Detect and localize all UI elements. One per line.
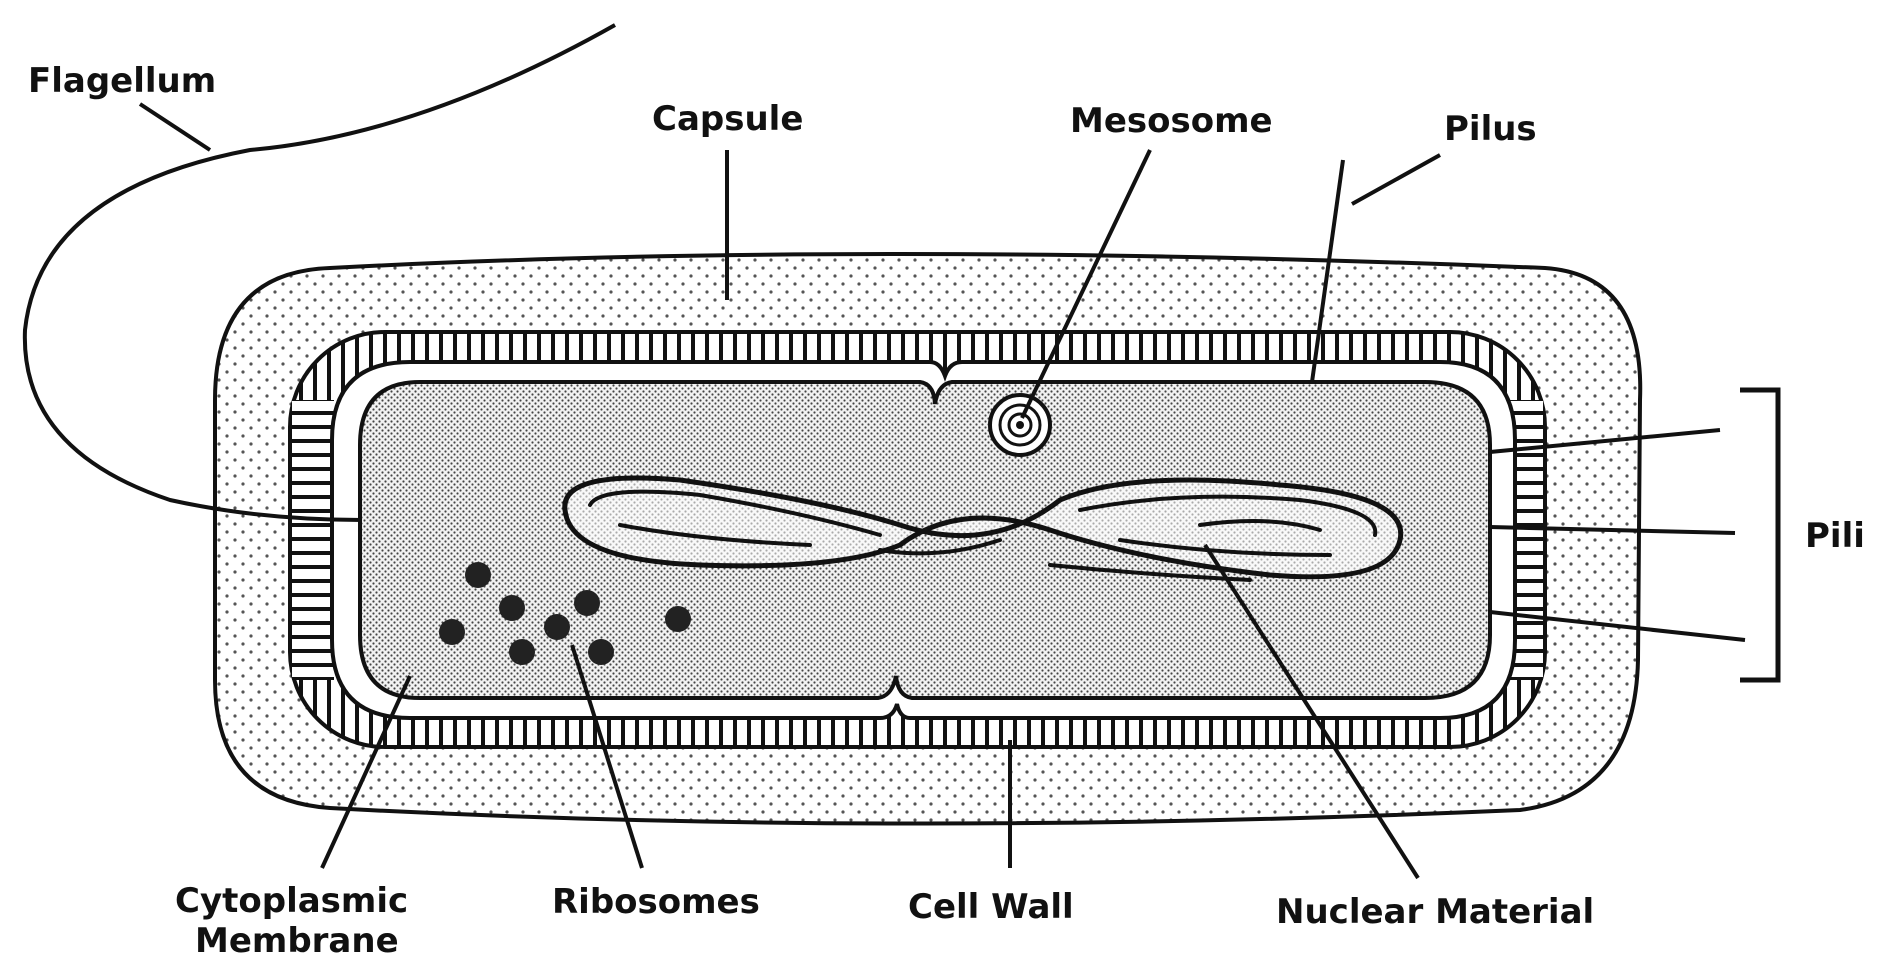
pili-bracket — [1740, 390, 1778, 680]
label-flagellum: Flagellum — [28, 61, 216, 101]
label-ribosomes: Ribosomes — [552, 882, 760, 922]
ribosome — [439, 619, 465, 645]
label-nuclear-material: Nuclear Material — [1276, 892, 1594, 932]
ribosome — [509, 639, 535, 665]
label-cytoplasmic-line2: Membrane — [195, 921, 399, 961]
ribosome — [544, 614, 570, 640]
ribosome — [665, 606, 691, 632]
label-cell-wall: Cell Wall — [908, 887, 1074, 927]
ribosome — [588, 639, 614, 665]
cell-wall-left-end — [292, 400, 334, 680]
label-pilus: Pilus — [1444, 109, 1537, 149]
flagellum-leader — [140, 104, 210, 150]
label-capsule: Capsule — [652, 99, 803, 139]
label-pili: Pili — [1805, 516, 1865, 556]
ribosome — [499, 595, 525, 621]
label-cytoplasmic-line1: Cytoplasmic — [175, 881, 408, 921]
mesosome-spiral — [990, 395, 1050, 455]
pilus-leader — [1352, 155, 1440, 204]
ribosome — [465, 562, 491, 588]
label-mesosome: Mesosome — [1070, 101, 1273, 141]
ribosome — [574, 590, 600, 616]
